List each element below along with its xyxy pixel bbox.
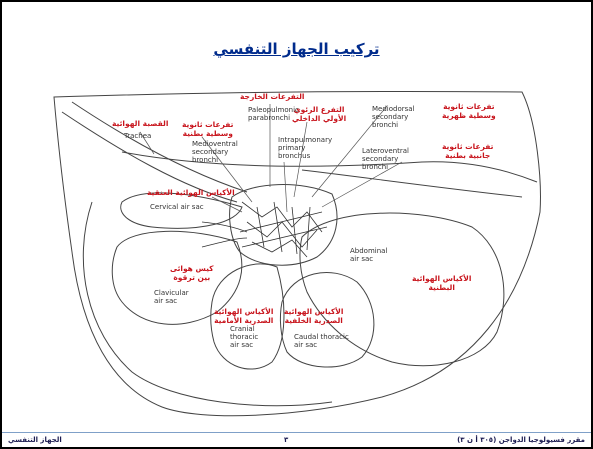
footer-course: مقرر فسيولوجيا الدواجن (٣٠٥ أ ن ٣): [457, 436, 585, 444]
label-trachea-en: Trachea: [124, 132, 151, 140]
label-cervical-sacs-ar: الأكياس الهوائية العنقية: [147, 188, 235, 197]
label-external-branches-ar: التفرعات الخارجة: [240, 92, 304, 101]
label-trachea-ar: القصبة الهوائية: [112, 119, 168, 128]
footer-rule: [2, 432, 591, 433]
label-cervical-en: Cervical air sac: [150, 203, 204, 211]
footer-left: الجهاز التنفسي: [8, 436, 62, 444]
footer-page: ٣: [284, 436, 288, 444]
